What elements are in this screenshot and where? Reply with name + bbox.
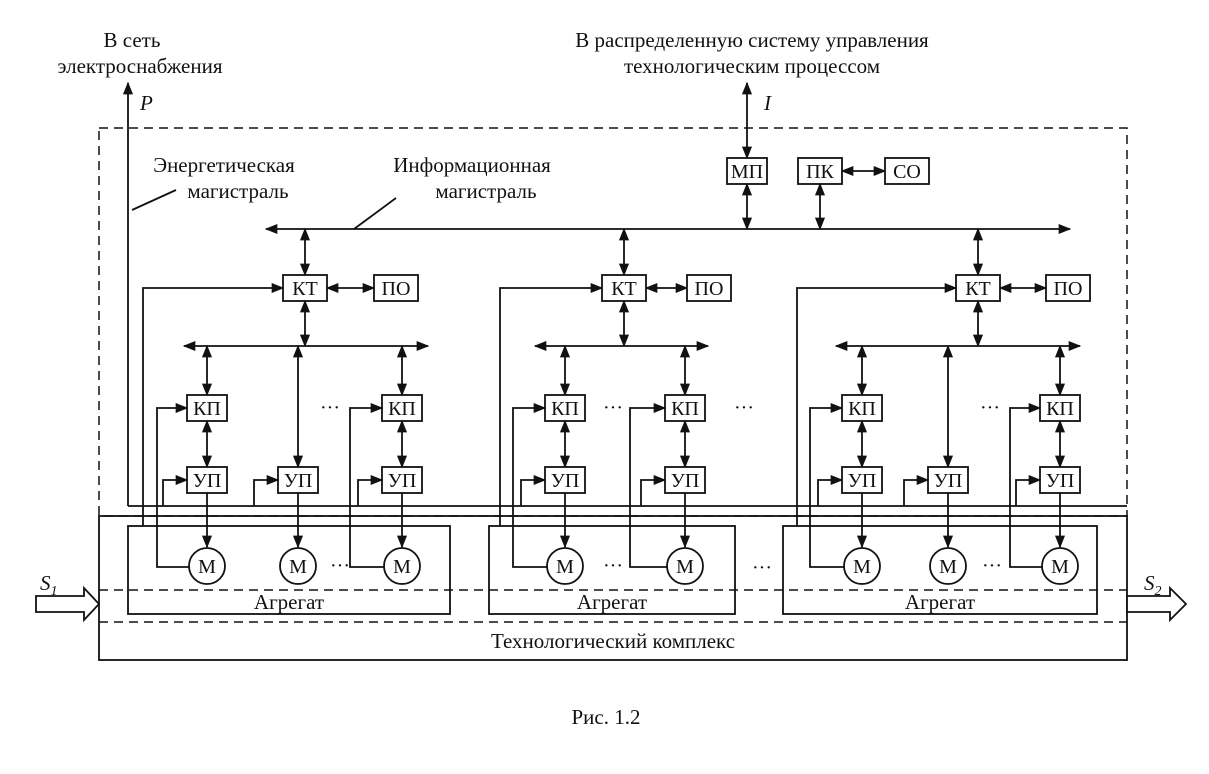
group-2-col-2-motor-icon xyxy=(666,547,704,585)
group-2-col-2-kp-label: КП xyxy=(671,398,699,420)
flow-out-arrow-icon xyxy=(1126,585,1188,623)
group-1-col-1-up-box xyxy=(186,466,228,494)
group-2-col-1-up-power-feed xyxy=(520,474,547,506)
group-2-col-2-kp-feedback xyxy=(629,402,685,568)
group-2-aggregate-label: Агрегат xyxy=(577,590,647,614)
group-1-aggregate-box xyxy=(127,525,451,615)
group-2-kt-feedback xyxy=(499,282,604,526)
group-3-ellipsis-2: ··· xyxy=(982,555,1002,577)
group-1-ellipsis-2: ··· xyxy=(330,555,350,577)
power-symbol-p: P xyxy=(139,91,153,115)
energy-bus-label-1: Энергетическая xyxy=(153,153,295,177)
group-1-aggregate-label: Агрегат xyxy=(254,590,324,614)
info-bus-label-2: магистраль xyxy=(435,179,536,203)
energy-bus-leader xyxy=(131,189,177,211)
group-3-col-1-kp-feedback xyxy=(809,402,862,568)
group-3-col-2-up-label: УП xyxy=(934,470,963,492)
group-2-ellipsis-2: ··· xyxy=(603,555,623,577)
group-3-col-1-up-box xyxy=(841,466,883,494)
group-2-col-1-kp-label: КП xyxy=(551,398,579,420)
power-network-label-1: В сеть xyxy=(104,28,161,52)
group-3-col-1-up-power-feed xyxy=(817,474,844,506)
group-2-col-1-motor-label: М xyxy=(556,556,574,578)
group-3-aggregate-label: Агрегат xyxy=(905,590,975,614)
figure-caption: Рис. 1.2 xyxy=(572,705,641,729)
group-2-col-2-up-power-feed xyxy=(640,474,667,506)
mp-box xyxy=(726,157,768,185)
so-label: СО xyxy=(893,161,921,183)
group-2-col-2-motor-label: М xyxy=(676,556,694,578)
group-3-ellipsis-1: ··· xyxy=(980,397,1000,419)
tech-complex-label: Технологический комплекс xyxy=(491,629,735,653)
group-1-col-1-kp-feedback xyxy=(156,402,207,568)
group-1-kt-label: КТ xyxy=(292,278,318,300)
group-2-col-2-up-label: УП xyxy=(671,470,700,492)
group-1-col-1-up-power-feed xyxy=(162,474,189,506)
group-3-col-2-motor-label: М xyxy=(939,556,957,578)
flow-in-label: S1 xyxy=(40,571,58,599)
group-3-col-3-up-label: УП xyxy=(1046,470,1075,492)
group-1-col-2-up-power-feed xyxy=(253,474,280,506)
group-1-col-2-motor-icon xyxy=(279,547,317,585)
tech-complex-box xyxy=(98,515,1128,661)
group-3-col-3-kp-feedback xyxy=(1009,402,1060,568)
group-1-col-1-up-label: УП xyxy=(193,470,222,492)
group-1-col-3-up-power-feed xyxy=(357,474,384,506)
group-3-col-1-motor-label: М xyxy=(853,556,871,578)
group-3-col-2-up-power-feed xyxy=(903,474,930,506)
group-2-col-1-up-label: УП xyxy=(551,470,580,492)
pk-label: ПК xyxy=(806,161,834,183)
group-3-col-2-motor-icon xyxy=(929,547,967,585)
group-3-col-1-motor-icon xyxy=(843,547,881,585)
group-2-po-box xyxy=(686,274,732,302)
group-3-col-1-up-label: УП xyxy=(848,470,877,492)
energy-bus-label-2: магистраль xyxy=(187,179,288,203)
group-1-col-1-kp-label: КП xyxy=(193,398,221,420)
group-2-ellipsis-1: ··· xyxy=(603,397,623,419)
group-2-aggregate-box xyxy=(488,525,736,615)
group-1-ellipsis-1: ··· xyxy=(320,397,340,419)
power-network-label-2: электроснабжения xyxy=(57,54,222,78)
group-2-col-1-kp-feedback xyxy=(512,402,565,568)
group-3-po-label: ПО xyxy=(1054,278,1083,300)
group-1-col-2-motor-label: М xyxy=(289,556,307,578)
group-2-col-1-motor-icon xyxy=(546,547,584,585)
info-bus-leader xyxy=(353,197,397,230)
flow-out-label: S2 xyxy=(1144,571,1162,599)
control-system-label-2: технологическим процессом xyxy=(624,54,880,78)
group-2-ellipsis-3: ··· xyxy=(734,397,754,419)
group-3-col-3-up-power-feed xyxy=(1015,474,1042,506)
group-2-po-label: ПО xyxy=(695,278,724,300)
group-1-col-3-up-label: УП xyxy=(388,470,417,492)
controller-groups: Агрегат КТ ПО КП УП М УП М КП УП М ··· ··· Агрегат КТ П… xyxy=(127,227,1098,615)
control-system-boundary xyxy=(98,127,1128,517)
group-3-col-3-motor-label: М xyxy=(1051,556,1069,578)
group-1-col-2-up-label: УП xyxy=(284,470,313,492)
group-3-aggregate-box xyxy=(782,525,1098,615)
group-3-col-3-motor-icon xyxy=(1041,547,1079,585)
info-bus-label-1: Информационная xyxy=(393,153,551,177)
aggregate-ellipsis: ··· xyxy=(752,557,772,579)
group-3-col-3-kp-label: КП xyxy=(1046,398,1074,420)
group-3-po-box xyxy=(1045,274,1091,302)
group-1-col-3-motor-icon xyxy=(383,547,421,585)
so-box xyxy=(884,157,930,185)
group-1-kt-feedback xyxy=(142,282,285,526)
group-3-kt-label: КТ xyxy=(965,278,991,300)
info-symbol-i: I xyxy=(763,91,772,115)
group-1-col-3-kp-feedback xyxy=(349,402,402,568)
group-1-po-box xyxy=(373,274,419,302)
flow-in-arrow-icon xyxy=(35,585,101,623)
group-3-col-1-kp-label: КП xyxy=(848,398,876,420)
group-1-col-1-motor-icon xyxy=(188,547,226,585)
group-1-col-3-motor-label: М xyxy=(393,556,411,578)
group-3-kt-feedback xyxy=(796,282,958,526)
group-1-po-label: ПО xyxy=(382,278,411,300)
control-system-label-1: В распределенную систему управления xyxy=(575,28,929,52)
group-1-col-3-kp-label: КП xyxy=(388,398,416,420)
group-2-kt-label: КТ xyxy=(611,278,637,300)
mp-label: МП xyxy=(731,161,763,183)
group-1-col-1-motor-label: М xyxy=(198,556,216,578)
